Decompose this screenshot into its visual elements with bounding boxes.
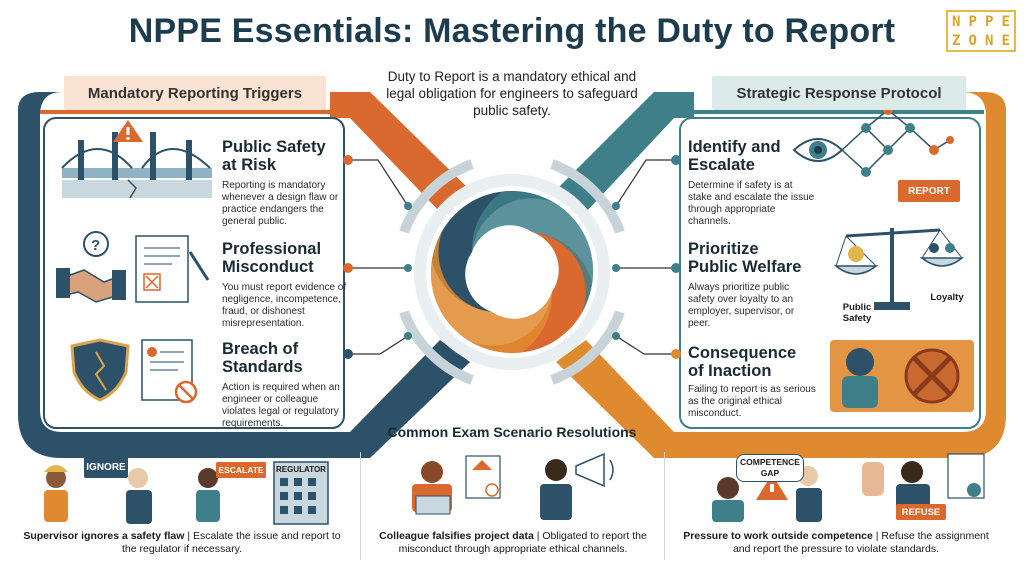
scenario-rest: | Escalate the issue and report to the r…: [121, 530, 341, 555]
regulator-sign: REGULATOR: [276, 465, 326, 474]
scenario-divider: [664, 452, 665, 560]
connector-dot: [671, 155, 681, 165]
logo-letter: N: [985, 32, 994, 49]
right-item-title: Consequence of Inaction: [688, 344, 796, 380]
logo-letter: P: [985, 13, 994, 30]
megaphone-reporter-icon: [540, 452, 614, 520]
logo-letter: N: [952, 13, 961, 30]
right-item-title: Identify and Escalate: [688, 138, 781, 174]
logo-letter: O: [968, 32, 977, 49]
competence-gap-icon: [712, 466, 822, 522]
connector-dot: [404, 264, 412, 272]
left-item-desc: Reporting is mandatory whenever a design…: [222, 180, 339, 227]
competence-gap-bubble: COMPETENCE GAP: [736, 454, 804, 482]
connector-dot: [612, 202, 620, 210]
left-item-desc: Action is required when an engineer or c…: [222, 382, 340, 429]
scenario-text: Colleague falsifies project data | Oblig…: [372, 530, 654, 556]
intro-text: Duty to Report is a mandatory ethical an…: [386, 69, 638, 118]
connector-dot: [404, 202, 412, 210]
svg-text:?: ?: [91, 237, 100, 254]
handshake-document-icon: ?: [56, 231, 210, 303]
title-line: Standards: [222, 358, 303, 376]
title-line: at Risk: [222, 156, 277, 174]
central-swirl: [399, 159, 625, 385]
left-item-title: Breach of Standards: [222, 340, 303, 376]
title-line: Identify and: [688, 138, 781, 156]
title-line: Professional: [222, 240, 322, 258]
escalate-sign: ESCALATE: [216, 462, 266, 478]
right-connectors: [615, 159, 676, 355]
right-item-desc: Failing to report is as serious as the o…: [688, 384, 816, 419]
logo-letter: Z: [952, 32, 961, 49]
connector-dot: [343, 263, 353, 273]
logo-letter: E: [1001, 13, 1010, 30]
connector-dot: [612, 264, 620, 272]
refuse-sign: REFUSE: [896, 504, 946, 520]
left-item-title: Professional Misconduct: [222, 240, 321, 276]
left-item-title: Public Safety at Risk: [222, 138, 326, 174]
scenario-text: Supervisor ignores a safety flaw | Escal…: [22, 530, 342, 556]
connector-dot: [671, 349, 681, 359]
right-panel-heading: Strategic Response Protocol: [712, 76, 966, 110]
logo-letter: E: [1001, 32, 1010, 49]
right-item-title: Prioritize Public Welfare: [688, 240, 801, 276]
scenario-divider: [360, 452, 361, 560]
npp-zone-logo: N P P E Z O N E: [946, 10, 1016, 52]
distressed-person-icon: [830, 340, 974, 412]
connector-dot: [612, 332, 620, 340]
title-line: of Inaction: [688, 362, 772, 380]
scenario-bold: Supervisor ignores a safety flaw: [23, 530, 185, 542]
scenario-bold: Pressure to work outside competence: [683, 530, 873, 542]
colleague-falsifies-icon: [412, 455, 501, 515]
report-badge: REPORT: [898, 180, 960, 202]
title-line: Prioritize: [688, 240, 759, 258]
title-line: Public Welfare: [688, 258, 802, 276]
bubble-line: COMPETENCE: [740, 457, 800, 467]
scenario-text: Pressure to work outside competence | Re…: [676, 530, 996, 556]
connector-dot: [343, 155, 353, 165]
cracked-shield-icon: [70, 338, 130, 402]
right-item-desc: Always prioritize public safety over loy…: [688, 282, 795, 329]
ignore-bubble: IGNORE: [84, 456, 128, 478]
connector-dot: [343, 349, 353, 359]
scale-label-public-safety: Public Safety: [842, 302, 872, 324]
broken-bridge-icon: [61, 120, 212, 199]
title-line: Consequence: [688, 344, 797, 362]
scroll-document-icon: [141, 339, 198, 404]
page-title: NPPE Essentials: Mastering the Duty to R…: [128, 12, 896, 50]
bubble-line: GAP: [760, 468, 780, 478]
scenario-bold: Colleague falsifies project data: [379, 530, 534, 542]
right-item-desc: Determine if safety is at stake and esca…: [688, 180, 815, 227]
connector-dot: [404, 332, 412, 340]
logo-letter: P: [968, 13, 977, 30]
left-panel-heading: Mandatory Reporting Triggers: [64, 76, 326, 110]
title-line: Misconduct: [222, 258, 314, 276]
connector-dot: [671, 263, 681, 273]
balance-scale-icon: [833, 228, 965, 310]
left-item-desc: You must report evidence of negligence, …: [222, 282, 347, 329]
scenario-rest: | Obligated to report the misconduct thr…: [398, 530, 647, 555]
left-connectors: [348, 159, 409, 355]
title-line: Escalate: [688, 156, 755, 174]
scenarios-heading: Common Exam Scenario Resolutions: [387, 424, 637, 440]
title-line: Public Safety: [222, 138, 326, 156]
title-line: Breach of: [222, 340, 299, 358]
scenario-rest: | Refuse the assignment and report the p…: [732, 530, 989, 555]
scale-label-loyalty: Loyalty: [930, 292, 964, 303]
